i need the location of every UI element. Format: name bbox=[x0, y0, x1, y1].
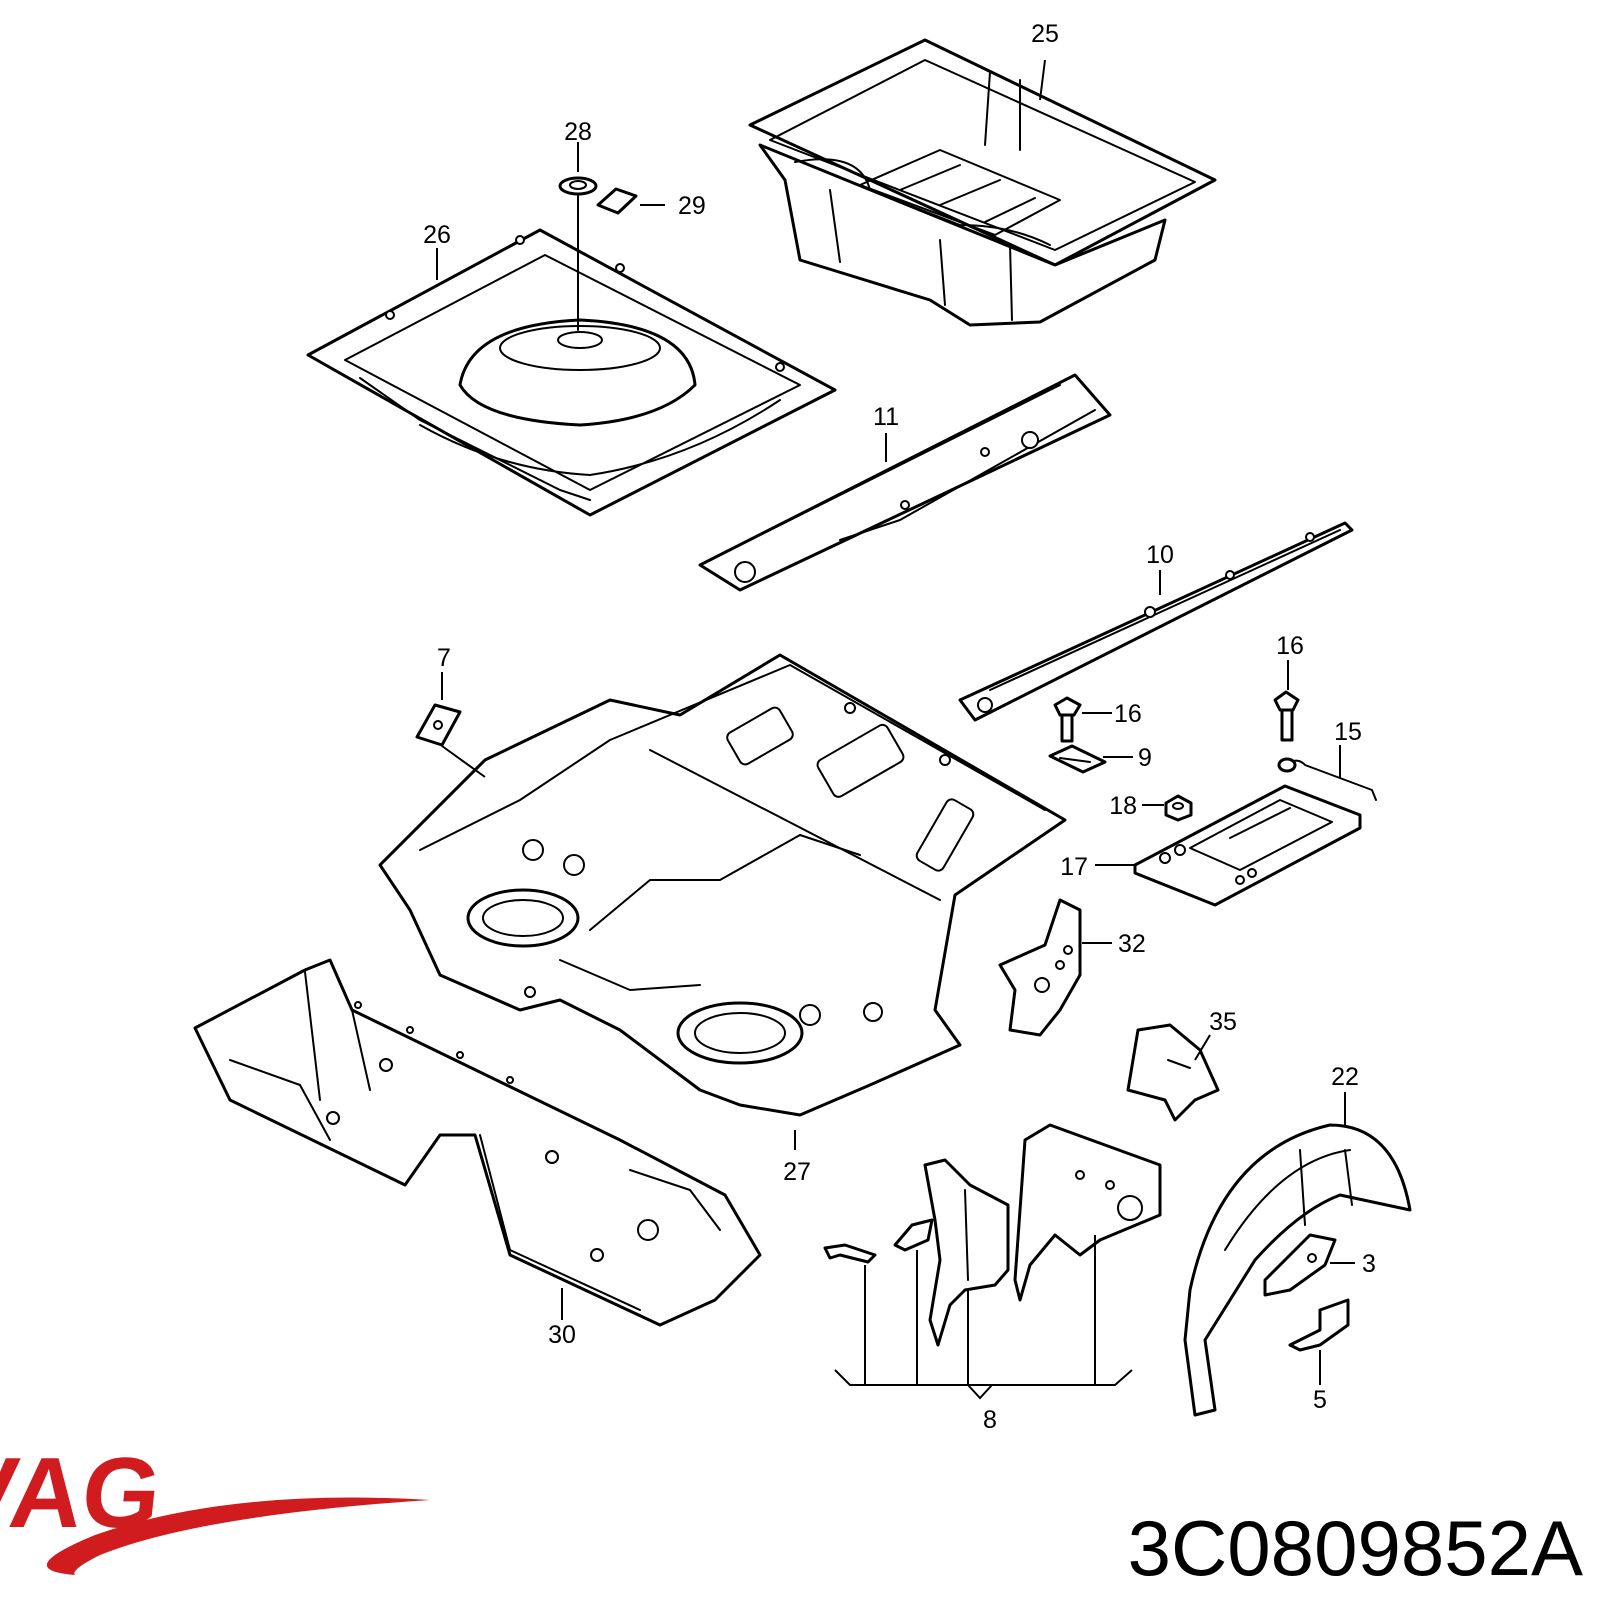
leader-lines bbox=[436, 59, 1355, 1400]
part-30-rear-panel bbox=[193, 958, 762, 1327]
part-32-bracket bbox=[998, 898, 1082, 1037]
part-9-bracket bbox=[1048, 744, 1107, 774]
callout-15: 15 bbox=[1334, 718, 1362, 746]
part-28-grommet bbox=[558, 176, 598, 196]
part-3-bracket bbox=[1263, 1233, 1337, 1297]
callout-35: 35 bbox=[1209, 1008, 1237, 1036]
part-10-long-member bbox=[958, 521, 1354, 722]
part-26-spare-wheel-well bbox=[306, 195, 837, 517]
vag-logo: VAG bbox=[0, 1437, 430, 1575]
callout-16-left: 16 bbox=[1114, 700, 1142, 728]
part-number: 3C0809852A bbox=[1128, 1504, 1583, 1592]
part-35-bracket bbox=[1126, 1023, 1220, 1122]
callout-32: 32 bbox=[1118, 930, 1146, 958]
part-5-clip bbox=[1288, 1298, 1350, 1352]
callout-29: 29 bbox=[678, 192, 706, 220]
part-27-rear-floor-pan bbox=[378, 653, 1067, 1117]
part-7-bracket bbox=[415, 703, 462, 747]
callout-22: 22 bbox=[1331, 1063, 1359, 1091]
callout-16-right: 16 bbox=[1276, 632, 1304, 660]
callout-26: 26 bbox=[423, 221, 451, 249]
callout-11: 11 bbox=[873, 403, 899, 431]
callout-9: 9 bbox=[1138, 744, 1152, 772]
callout-3: 3 bbox=[1362, 1250, 1376, 1278]
callout-5: 5 bbox=[1313, 1386, 1327, 1414]
callout-17: 17 bbox=[1060, 853, 1088, 881]
callout-18: 18 bbox=[1109, 792, 1137, 820]
part-8-group bbox=[823, 1123, 1162, 1347]
callout-28: 28 bbox=[564, 118, 592, 146]
callout-8: 8 bbox=[983, 1406, 997, 1434]
part-16-bolt-right bbox=[1273, 690, 1300, 742]
logo-swoosh bbox=[46, 1497, 430, 1575]
callout-27: 27 bbox=[783, 1158, 811, 1186]
part-15-wire-clip bbox=[1277, 757, 1377, 801]
callout-10: 10 bbox=[1146, 541, 1174, 569]
part-11-cross-member bbox=[698, 373, 1112, 592]
callout-7: 7 bbox=[437, 644, 451, 672]
brand-logo-text: VAG bbox=[0, 1437, 166, 1549]
part-18-nut bbox=[1164, 794, 1193, 822]
part-22-wheel-arch bbox=[1183, 1123, 1412, 1417]
callout-25: 25 bbox=[1031, 20, 1059, 48]
part-16-bolt-left bbox=[1053, 696, 1082, 743]
callout-labels: 25 28 29 26 11 10 7 16 16 15 9 18 17 32 … bbox=[423, 20, 1376, 1434]
part-29-patch bbox=[596, 187, 638, 215]
part-25-trunk-tub bbox=[748, 38, 1217, 327]
part-17-tray bbox=[1133, 784, 1362, 907]
callout-30: 30 bbox=[548, 1321, 576, 1349]
